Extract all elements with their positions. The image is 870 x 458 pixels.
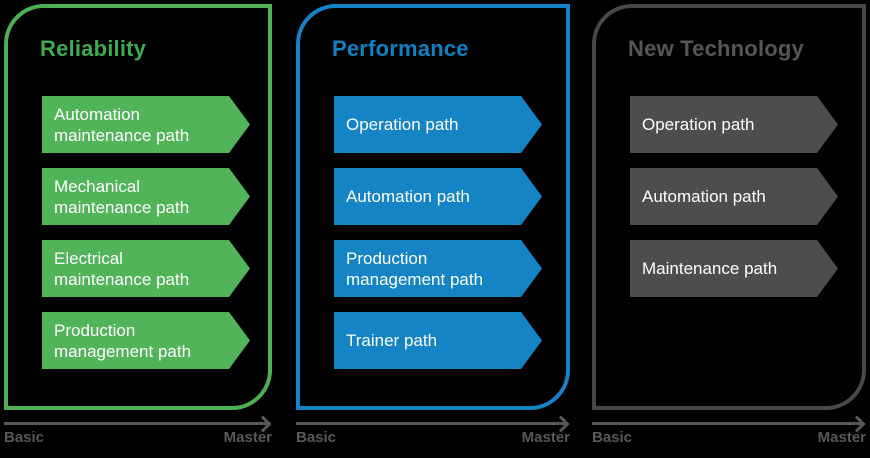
path-label: Trainer path	[346, 331, 438, 350]
axis-arrow-icon	[4, 422, 268, 425]
path-list-new-technology: Operation path Automation path Maintenan…	[630, 96, 838, 312]
panel-title-new-technology: New Technology	[628, 36, 804, 61]
axis-label-basic: Basic	[592, 429, 633, 446]
path-arrow-button[interactable]: Mechanical maintenance path	[42, 168, 250, 225]
axis-label-master: Master	[521, 429, 570, 446]
axis-label-basic: Basic	[4, 429, 45, 446]
path-label: Mechanical maintenance path	[54, 176, 190, 217]
path-arrow-button[interactable]: Automation maintenance path	[42, 96, 250, 153]
path-label: Operation path	[642, 115, 755, 134]
path-arrow-button[interactable]: Maintenance path	[630, 240, 838, 297]
path-list-reliability: Automation maintenance path Mechanical m…	[42, 96, 250, 384]
reliability-frame: Reliability Automation maintenance path …	[4, 4, 272, 410]
path-arrow-button[interactable]: Operation path	[334, 96, 542, 153]
panel-title-performance: Performance	[332, 36, 469, 61]
panel-reliability: Reliability Automation maintenance path …	[4, 0, 272, 458]
axis-labels: Basic Master	[592, 429, 866, 446]
path-label: Automation maintenance path	[54, 104, 190, 145]
path-arrow-button[interactable]: Operation path	[630, 96, 838, 153]
path-arrow-button[interactable]: Production management path	[334, 240, 542, 297]
path-label: Production management path	[54, 320, 192, 361]
path-label: Automation path	[642, 187, 766, 206]
panel-new-technology: New Technology Operation path Automation…	[592, 0, 866, 458]
path-arrow-button[interactable]: Automation path	[630, 168, 838, 225]
axis-label-basic: Basic	[296, 429, 337, 446]
panel-title-reliability: Reliability	[40, 36, 147, 61]
skill-axis-performance: Basic Master	[296, 422, 570, 446]
axis-labels: Basic Master	[296, 429, 570, 446]
skill-axis-reliability: Basic Master	[4, 422, 272, 446]
axis-label-master: Master	[223, 429, 272, 446]
path-arrow-button[interactable]: Trainer path	[334, 312, 542, 369]
path-list-performance: Operation path Automation path Productio…	[334, 96, 542, 384]
path-label: Automation path	[346, 187, 470, 206]
path-arrow-button[interactable]: Production management path	[42, 312, 250, 369]
axis-arrow-icon	[296, 422, 566, 425]
axis-labels: Basic Master	[4, 429, 272, 446]
axis-arrow-icon	[592, 422, 862, 425]
panel-performance: Performance Operation path Automation pa…	[296, 0, 570, 458]
skill-axis-new-technology: Basic Master	[592, 422, 866, 446]
path-arrow-button[interactable]: Automation path	[334, 168, 542, 225]
path-label: Electrical maintenance path	[54, 248, 190, 289]
path-label: Production management path	[346, 248, 484, 289]
path-label: Maintenance path	[642, 259, 778, 278]
new-technology-frame: New Technology Operation path Automation…	[592, 4, 866, 410]
axis-label-master: Master	[817, 429, 866, 446]
path-label: Operation path	[346, 115, 459, 134]
path-arrow-button[interactable]: Electrical maintenance path	[42, 240, 250, 297]
performance-frame: Performance Operation path Automation pa…	[296, 4, 570, 410]
